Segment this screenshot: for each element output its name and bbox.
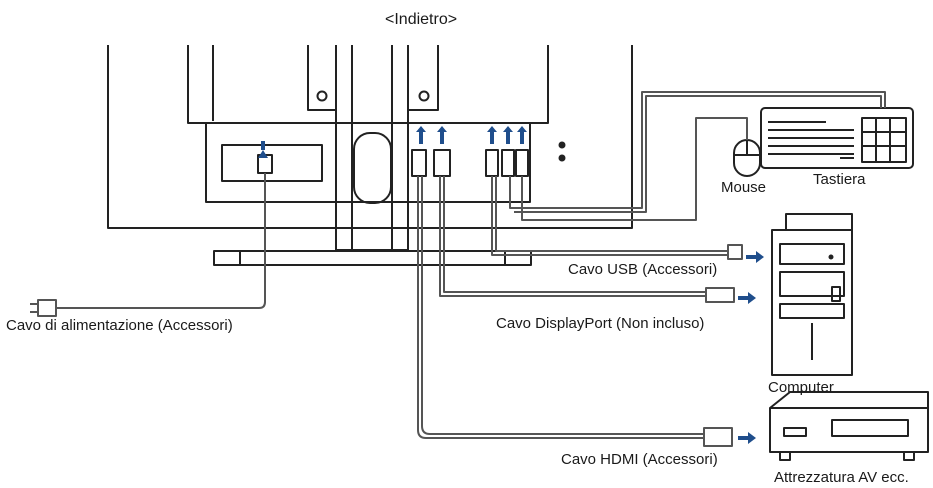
arrow-right-icon [738,292,756,304]
monitor-back [107,45,633,229]
usb-cable-path [491,176,728,256]
power-cable-label: Cavo di alimentazione (Accessori) [6,317,233,334]
arrow-up-icon [437,126,447,144]
connection-arrows [258,126,764,444]
header-text: <Indietro> [385,11,458,28]
av-equipment-image [769,391,929,461]
mouse-cable [521,117,748,221]
mouse-image [733,139,761,177]
arrow-right-icon [746,251,764,263]
power-cable [56,173,266,309]
hdmi-cable-label: Cavo HDMI (Accessori) [561,451,718,468]
mouse-label: Mouse [721,179,767,196]
keyboard-image [760,107,914,169]
usb-cable-label: Cavo USB (Accessori) [568,261,718,278]
arrow-up-icon [517,126,527,144]
arrow-up-icon [487,126,497,144]
arrow-up-icon [416,126,426,144]
displayport-cable-label: Cavo DisplayPort (Non incluso) [496,315,705,332]
computer-image [771,213,853,376]
keyboard-cable [509,91,886,209]
computer-label: Computer [768,379,834,396]
arrow-up-icon [258,141,268,158]
monitor-stand [213,45,532,266]
av-equipment-label: Attrezzatura AV ecc. [774,469,909,486]
arrow-right-icon [738,432,756,444]
hdmi-cable-path [417,176,704,439]
arrow-up-icon [503,126,513,144]
displayport-cable-path [439,176,706,297]
keyboard-label: Tastiera [813,171,866,188]
